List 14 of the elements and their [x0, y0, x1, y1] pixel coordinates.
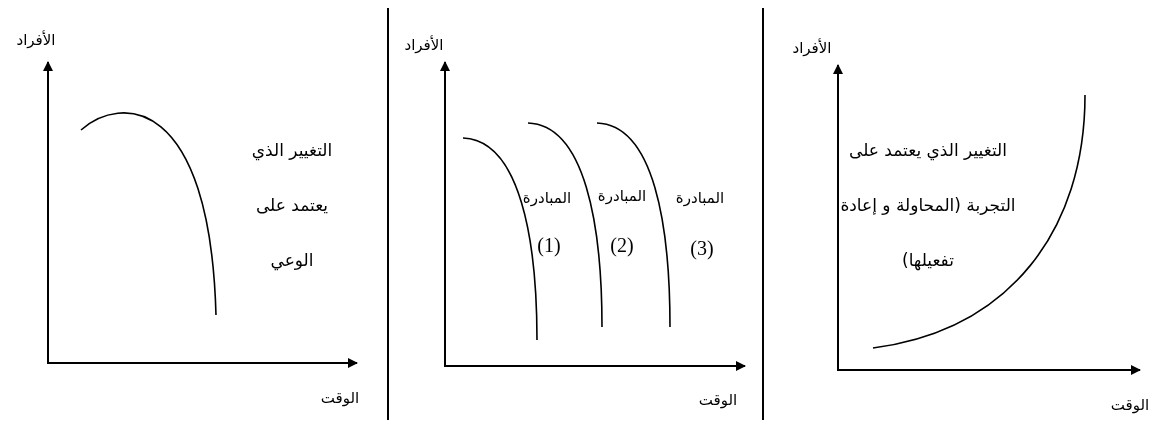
axis-label: الوقت	[1110, 396, 1150, 414]
axis-label: الأفراد	[792, 39, 832, 57]
axis-label: الأفراد	[16, 31, 56, 49]
curve-number: (1)	[537, 233, 561, 257]
axis-label: الأفراد	[404, 36, 444, 54]
curve-number: (2)	[610, 233, 634, 257]
curve-label: المبادرة	[675, 189, 725, 207]
axis-label: الوقت	[320, 389, 360, 407]
curve-annotation: التغيير الذي يعتمد على التجربة (المحاولة و إعادة تفعيلها)	[839, 138, 1017, 273]
curve-number: (3)	[690, 236, 714, 260]
curve-label: المبادرة	[597, 187, 647, 205]
curve-label: المبادرة	[522, 189, 572, 207]
axis-label: الوقت	[698, 391, 738, 409]
curve-annotation: التغيير الذي يعتمد على الوعي	[250, 138, 334, 273]
